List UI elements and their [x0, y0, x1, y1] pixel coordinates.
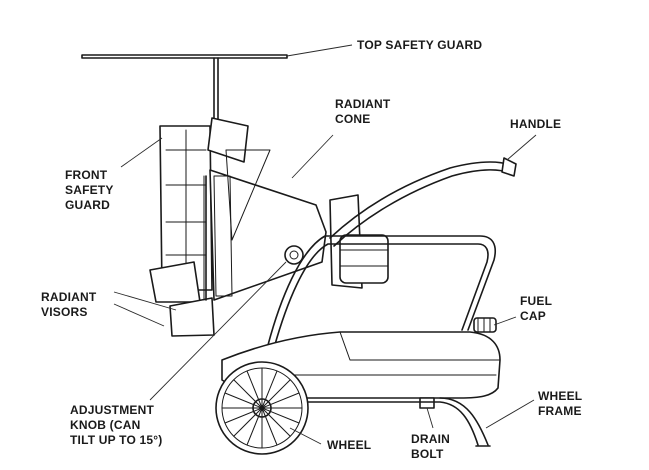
label-radiant-visors: RADIANT VISORS: [41, 290, 96, 320]
label-line: WHEEL: [327, 438, 372, 452]
radiant-visors-part: [149, 117, 249, 337]
label-line: SAFETY: [65, 183, 114, 197]
label-line: FRONT: [65, 168, 108, 182]
label-wheel: WHEEL: [327, 438, 371, 453]
label-line: KNOB (CAN: [70, 418, 141, 432]
drain-bolt-part: [419, 397, 435, 409]
leader-fuel-cap: [493, 316, 517, 326]
label-drain-bolt: DRAIN BOLT: [411, 432, 450, 462]
label-line: RADIANT: [41, 290, 97, 304]
leader-radiant-visors-b: [113, 303, 165, 327]
label-line: DRAIN: [411, 432, 450, 446]
label-wheel-frame: WHEEL FRAME: [538, 389, 582, 419]
label-line: TOP SAFETY GUARD: [357, 38, 483, 52]
front-safety-guard-part: [159, 125, 213, 291]
fuel-cap-part: [473, 317, 497, 333]
leader-top-safety-guard: [286, 44, 353, 57]
leader-adjustment-knob: [149, 261, 287, 401]
leader-drain-bolt: [426, 407, 434, 429]
wheel-frame-part: [299, 397, 491, 447]
label-line: WHEEL: [538, 389, 583, 403]
label-line: HANDLE: [510, 117, 562, 131]
label-top-safety-guard: TOP SAFETY GUARD: [357, 38, 482, 53]
label-line: CONE: [335, 112, 371, 126]
leader-handle: [506, 134, 537, 161]
label-line: VISORS: [41, 305, 88, 319]
leader-wheel-frame: [485, 399, 535, 429]
leader-wheel: [289, 427, 322, 445]
wheel-part: [215, 361, 309, 455]
leader-lines: [113, 44, 537, 445]
label-line: BOLT: [411, 447, 444, 461]
leader-front-safety-guard: [120, 137, 163, 168]
label-radiant-cone: RADIANT CONE: [335, 97, 390, 127]
label-handle: HANDLE: [510, 117, 561, 132]
label-line: FRAME: [538, 404, 582, 418]
label-adjustment-knob: ADJUSTMENT KNOB (CAN TILT UP TO 15°): [70, 403, 162, 448]
label-line: ADJUSTMENT: [70, 403, 155, 417]
adjustment-knob-part: [284, 245, 304, 265]
label-line: FUEL: [520, 294, 553, 308]
leader-radiant-visors-a: [113, 291, 177, 311]
label-line: TILT UP TO 15°): [70, 433, 163, 447]
label-front-safety-guard: FRONT SAFETY GUARD: [65, 168, 114, 213]
radiant-cone-part: [203, 149, 327, 301]
label-line: CAP: [520, 309, 546, 323]
leader-radiant-cone: [291, 134, 334, 179]
label-line: GUARD: [65, 198, 110, 212]
handle-part: [329, 157, 517, 247]
side-frame-part: [267, 235, 496, 349]
top-safety-guard-part: [81, 54, 288, 126]
label-fuel-cap: FUEL CAP: [520, 294, 552, 324]
label-line: RADIANT: [335, 97, 391, 111]
